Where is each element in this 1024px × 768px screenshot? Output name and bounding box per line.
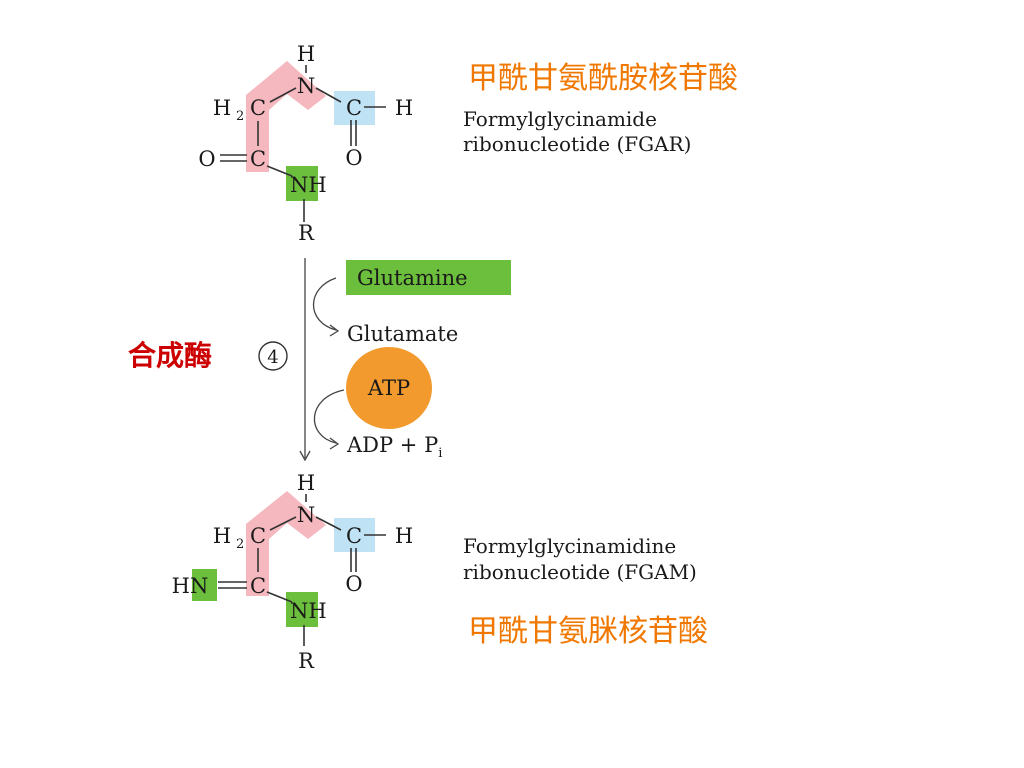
- step-number: 4: [267, 347, 278, 368]
- reaction-arrow: [299, 258, 345, 462]
- glycine-highlight-fgam: [246, 491, 326, 596]
- fgam-name-line1: Formylglycinamidine: [463, 534, 676, 558]
- fgam-atom-h2: H: [213, 524, 231, 548]
- atom-c-ch2: C: [250, 96, 266, 120]
- fgam-atom-c-ch2: C: [250, 524, 266, 548]
- atom-h2-subscript: 2: [236, 109, 244, 124]
- step-number-circle: [258, 341, 288, 371]
- atom-r: R: [298, 221, 315, 245]
- atp-label: ATP: [367, 376, 410, 400]
- adp-pi-label: ADP + Pi: [346, 433, 442, 461]
- fgam-atom-c-amidine: C: [250, 574, 266, 598]
- fgam-chinese-name: 甲酰甘氨脒核苷酸: [468, 614, 708, 649]
- fgar-name-line1: Formylglycinamide: [463, 107, 657, 131]
- imine-nh-highlight: [192, 569, 217, 601]
- fgam-atom-n-backbone: N: [297, 503, 315, 527]
- glycine-highlight: [246, 61, 326, 172]
- atp-circle: [346, 347, 432, 429]
- amide-nh-highlight: [286, 166, 318, 201]
- glutamate-label: Glutamate: [347, 322, 458, 346]
- fgam-atom-h-formyl: H: [395, 524, 413, 548]
- fgam-name-line2: ribonucleotide (FGAM): [463, 560, 697, 584]
- fgam-atom-o-formyl: O: [345, 572, 362, 596]
- fgam-atom-hn-imine: HN: [172, 574, 209, 598]
- atom-h2: H: [213, 96, 231, 120]
- atom-c-formyl: C: [346, 96, 362, 120]
- fgar-name-line2: ribonucleotide (FGAR): [463, 132, 691, 156]
- atom-c-carbonyl: C: [250, 147, 266, 171]
- enzyme-name: 合成酶: [128, 339, 212, 372]
- atom-h-top: H: [297, 42, 315, 66]
- fgam-atom-r: R: [298, 649, 315, 673]
- atom-h-formyl: H: [395, 96, 413, 120]
- atom-o-carbonyl: O: [198, 147, 215, 171]
- glutamine-label: Glutamine: [357, 266, 468, 290]
- formyl-highlight: [334, 91, 375, 125]
- fgam-atom-h2-subscript: 2: [236, 537, 244, 552]
- fgam-atom-c-formyl: C: [346, 524, 362, 548]
- glutamine-highlight: [346, 260, 511, 295]
- amide-nh-highlight-fgam: [286, 592, 318, 627]
- fgar-chinese-name: 甲酰甘氨酰胺核苷酸: [468, 61, 738, 96]
- fgam-atom-nh-amide: NH: [290, 599, 327, 623]
- fgar-structure: H N H 2 C C H O O C NH R: [198, 42, 413, 245]
- atom-o-formyl: O: [345, 146, 362, 170]
- fgam-structure: H N H 2 C C H O HN C NH R: [172, 471, 414, 673]
- atom-nh-amide: NH: [290, 173, 327, 197]
- atom-n-backbone: N: [297, 74, 315, 98]
- fgam-atom-h-top: H: [297, 471, 315, 495]
